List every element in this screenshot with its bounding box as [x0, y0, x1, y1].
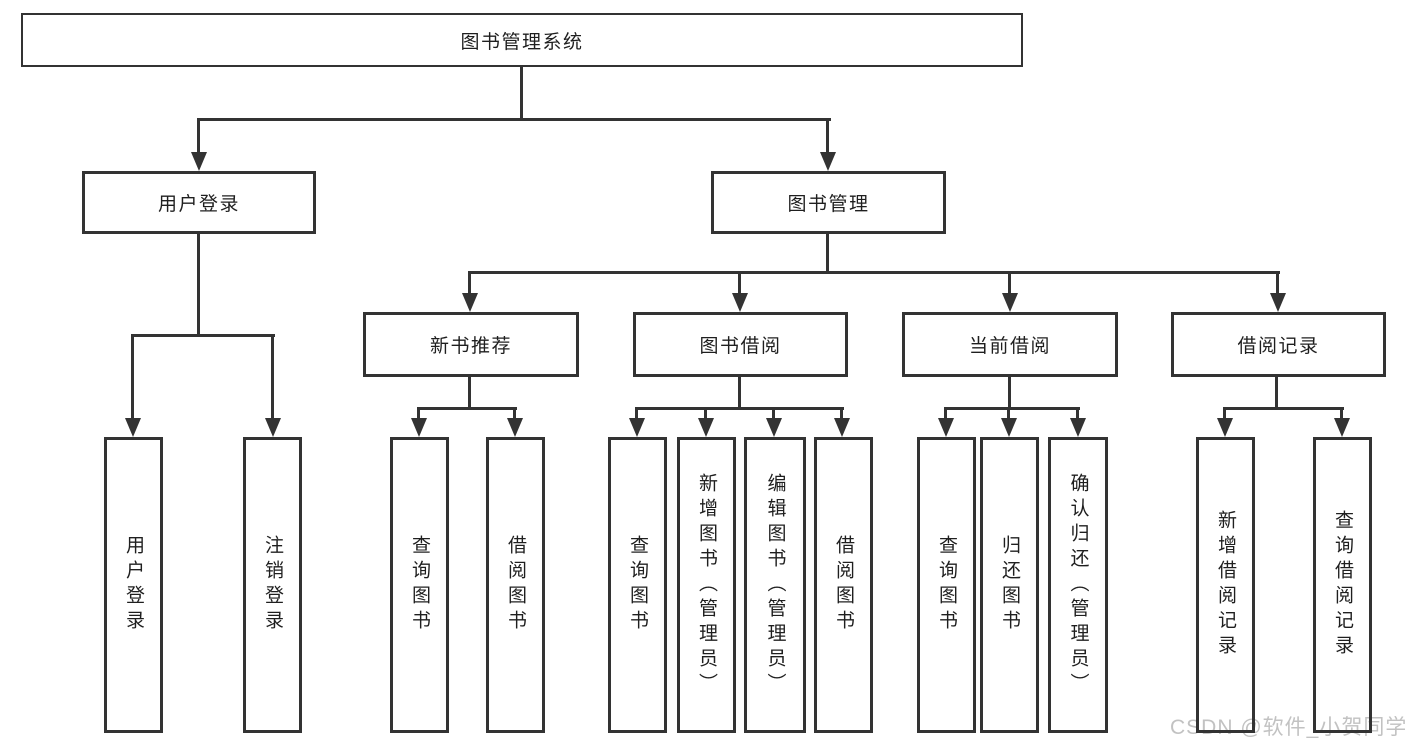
arrow-down-icon	[834, 418, 850, 437]
leaf-borrow-books: 借阅图书	[814, 437, 873, 733]
connector-user-login-horizontal	[131, 334, 275, 337]
leaf-query-borrow-record: 查询借阅记录	[1313, 437, 1372, 733]
connector-leaf-stem	[704, 407, 707, 420]
connector-leaf-stem	[513, 407, 516, 420]
connector-leaf-stem	[417, 407, 420, 420]
arrow-down-icon	[698, 418, 714, 437]
arrow-down-icon	[1002, 293, 1018, 312]
leaf-label: 查询图书	[627, 535, 648, 635]
connector-to-current-borrow	[1008, 271, 1011, 296]
leaf-label: 编辑图书（管理员）	[764, 472, 786, 698]
leaf-label: 注销登录	[262, 535, 283, 635]
leaf-add-book-admin: 新增图书（管理员）	[677, 437, 736, 733]
arrow-down-icon	[411, 418, 427, 437]
arrow-down-icon	[629, 418, 645, 437]
node-label: 用户登录	[157, 194, 240, 215]
connector-leaf-stem	[944, 407, 947, 420]
leaf-label: 归还图书	[999, 535, 1020, 635]
connector-leaf-stem	[1007, 407, 1010, 420]
connector-to-book-borrow	[738, 271, 741, 296]
leaf-label: 查询借阅记录	[1332, 510, 1353, 660]
leaf-return-books: 归还图书	[980, 437, 1039, 733]
arrow-down-icon	[766, 418, 782, 437]
connector-current-borrow-horizontal	[944, 407, 1080, 410]
connector-to-book-management	[826, 118, 829, 154]
arrow-down-icon	[732, 293, 748, 312]
connector-leaf-stem	[635, 407, 638, 420]
connector-leaf-stem	[1340, 407, 1343, 420]
connector-to-new-book	[468, 271, 471, 296]
arrow-down-icon	[1270, 293, 1286, 312]
node-root-library-system: 图书管理系统	[21, 13, 1023, 67]
connector-to-borrow-records	[1276, 271, 1279, 296]
leaf-query-books-recommend: 查询图书	[390, 437, 449, 733]
connector-to-leaf-logout	[271, 334, 274, 420]
connector-root-down	[520, 66, 523, 120]
node-label: 图书管理系统	[460, 31, 584, 53]
connector-borrow-records-down	[1275, 375, 1278, 410]
arrow-down-icon	[125, 418, 141, 437]
arrow-down-icon	[938, 418, 954, 437]
leaf-label: 借阅图书	[833, 535, 854, 635]
connector-book-borrow-down	[738, 375, 741, 410]
leaf-label: 确认归还（管理员）	[1067, 472, 1089, 698]
arrow-down-icon	[1070, 418, 1086, 437]
node-book-borrow: 图书借阅	[633, 312, 848, 377]
leaf-label: 新增借阅记录	[1215, 510, 1236, 660]
connector-leaf-stem	[1223, 407, 1226, 420]
node-label: 图书管理	[787, 194, 870, 215]
connector-to-leaf-user-login	[131, 334, 134, 420]
node-book-management-branch: 图书管理	[711, 171, 946, 234]
connector-to-user-login	[197, 118, 200, 154]
leaf-label: 用户登录	[123, 535, 144, 635]
node-label: 图书借阅	[699, 336, 782, 357]
leaf-borrow-books-recommend: 借阅图书	[486, 437, 545, 733]
node-label: 新书推荐	[429, 336, 512, 357]
arrow-down-icon	[507, 418, 523, 437]
leaf-logout: 注销登录	[243, 437, 302, 733]
leaf-edit-book-admin: 编辑图书（管理员）	[744, 437, 806, 733]
node-label: 借阅记录	[1237, 336, 1320, 357]
arrow-down-icon	[1001, 418, 1017, 437]
leaf-add-borrow-record: 新增借阅记录	[1196, 437, 1255, 733]
connector-new-book-horizontal	[417, 407, 517, 410]
connector-leaf-stem	[1076, 407, 1079, 420]
connector-current-borrow-down	[1008, 375, 1011, 410]
arrow-down-icon	[191, 152, 207, 171]
connector-leaf-stem	[772, 407, 775, 420]
leaf-label: 新增图书（管理员）	[696, 472, 717, 698]
leaf-query-books-borrow: 查询图书	[608, 437, 667, 733]
arrow-down-icon	[265, 418, 281, 437]
node-new-book-recommend: 新书推荐	[363, 312, 579, 377]
leaf-label: 查询图书	[409, 535, 430, 635]
connector-borrow-records-horizontal	[1223, 407, 1344, 410]
node-user-login-branch: 用户登录	[82, 171, 316, 234]
connector-level3-horizontal	[468, 271, 1280, 274]
arrow-down-icon	[462, 293, 478, 312]
connector-leaf-stem	[840, 407, 843, 420]
connector-new-book-down	[468, 375, 471, 410]
arrow-down-icon	[1217, 418, 1233, 437]
leaf-label: 借阅图书	[505, 535, 526, 635]
leaf-query-books-current: 查询图书	[917, 437, 976, 733]
connector-level2-horizontal	[197, 118, 831, 121]
node-label: 当前借阅	[968, 336, 1051, 357]
arrow-down-icon	[820, 152, 836, 171]
csdn-watermark: CSDN @软件_小贺同学	[1170, 716, 1405, 739]
connector-user-login-down	[197, 232, 200, 336]
leaf-user-login: 用户登录	[104, 437, 163, 733]
node-borrow-records: 借阅记录	[1171, 312, 1386, 377]
leaf-label: 查询图书	[936, 535, 957, 635]
leaf-confirm-return-admin: 确认归还（管理员）	[1048, 437, 1108, 733]
connector-book-borrow-horizontal	[635, 407, 844, 410]
connector-book-management-down	[826, 232, 829, 273]
arrow-down-icon	[1334, 418, 1350, 437]
node-current-borrow: 当前借阅	[902, 312, 1118, 377]
